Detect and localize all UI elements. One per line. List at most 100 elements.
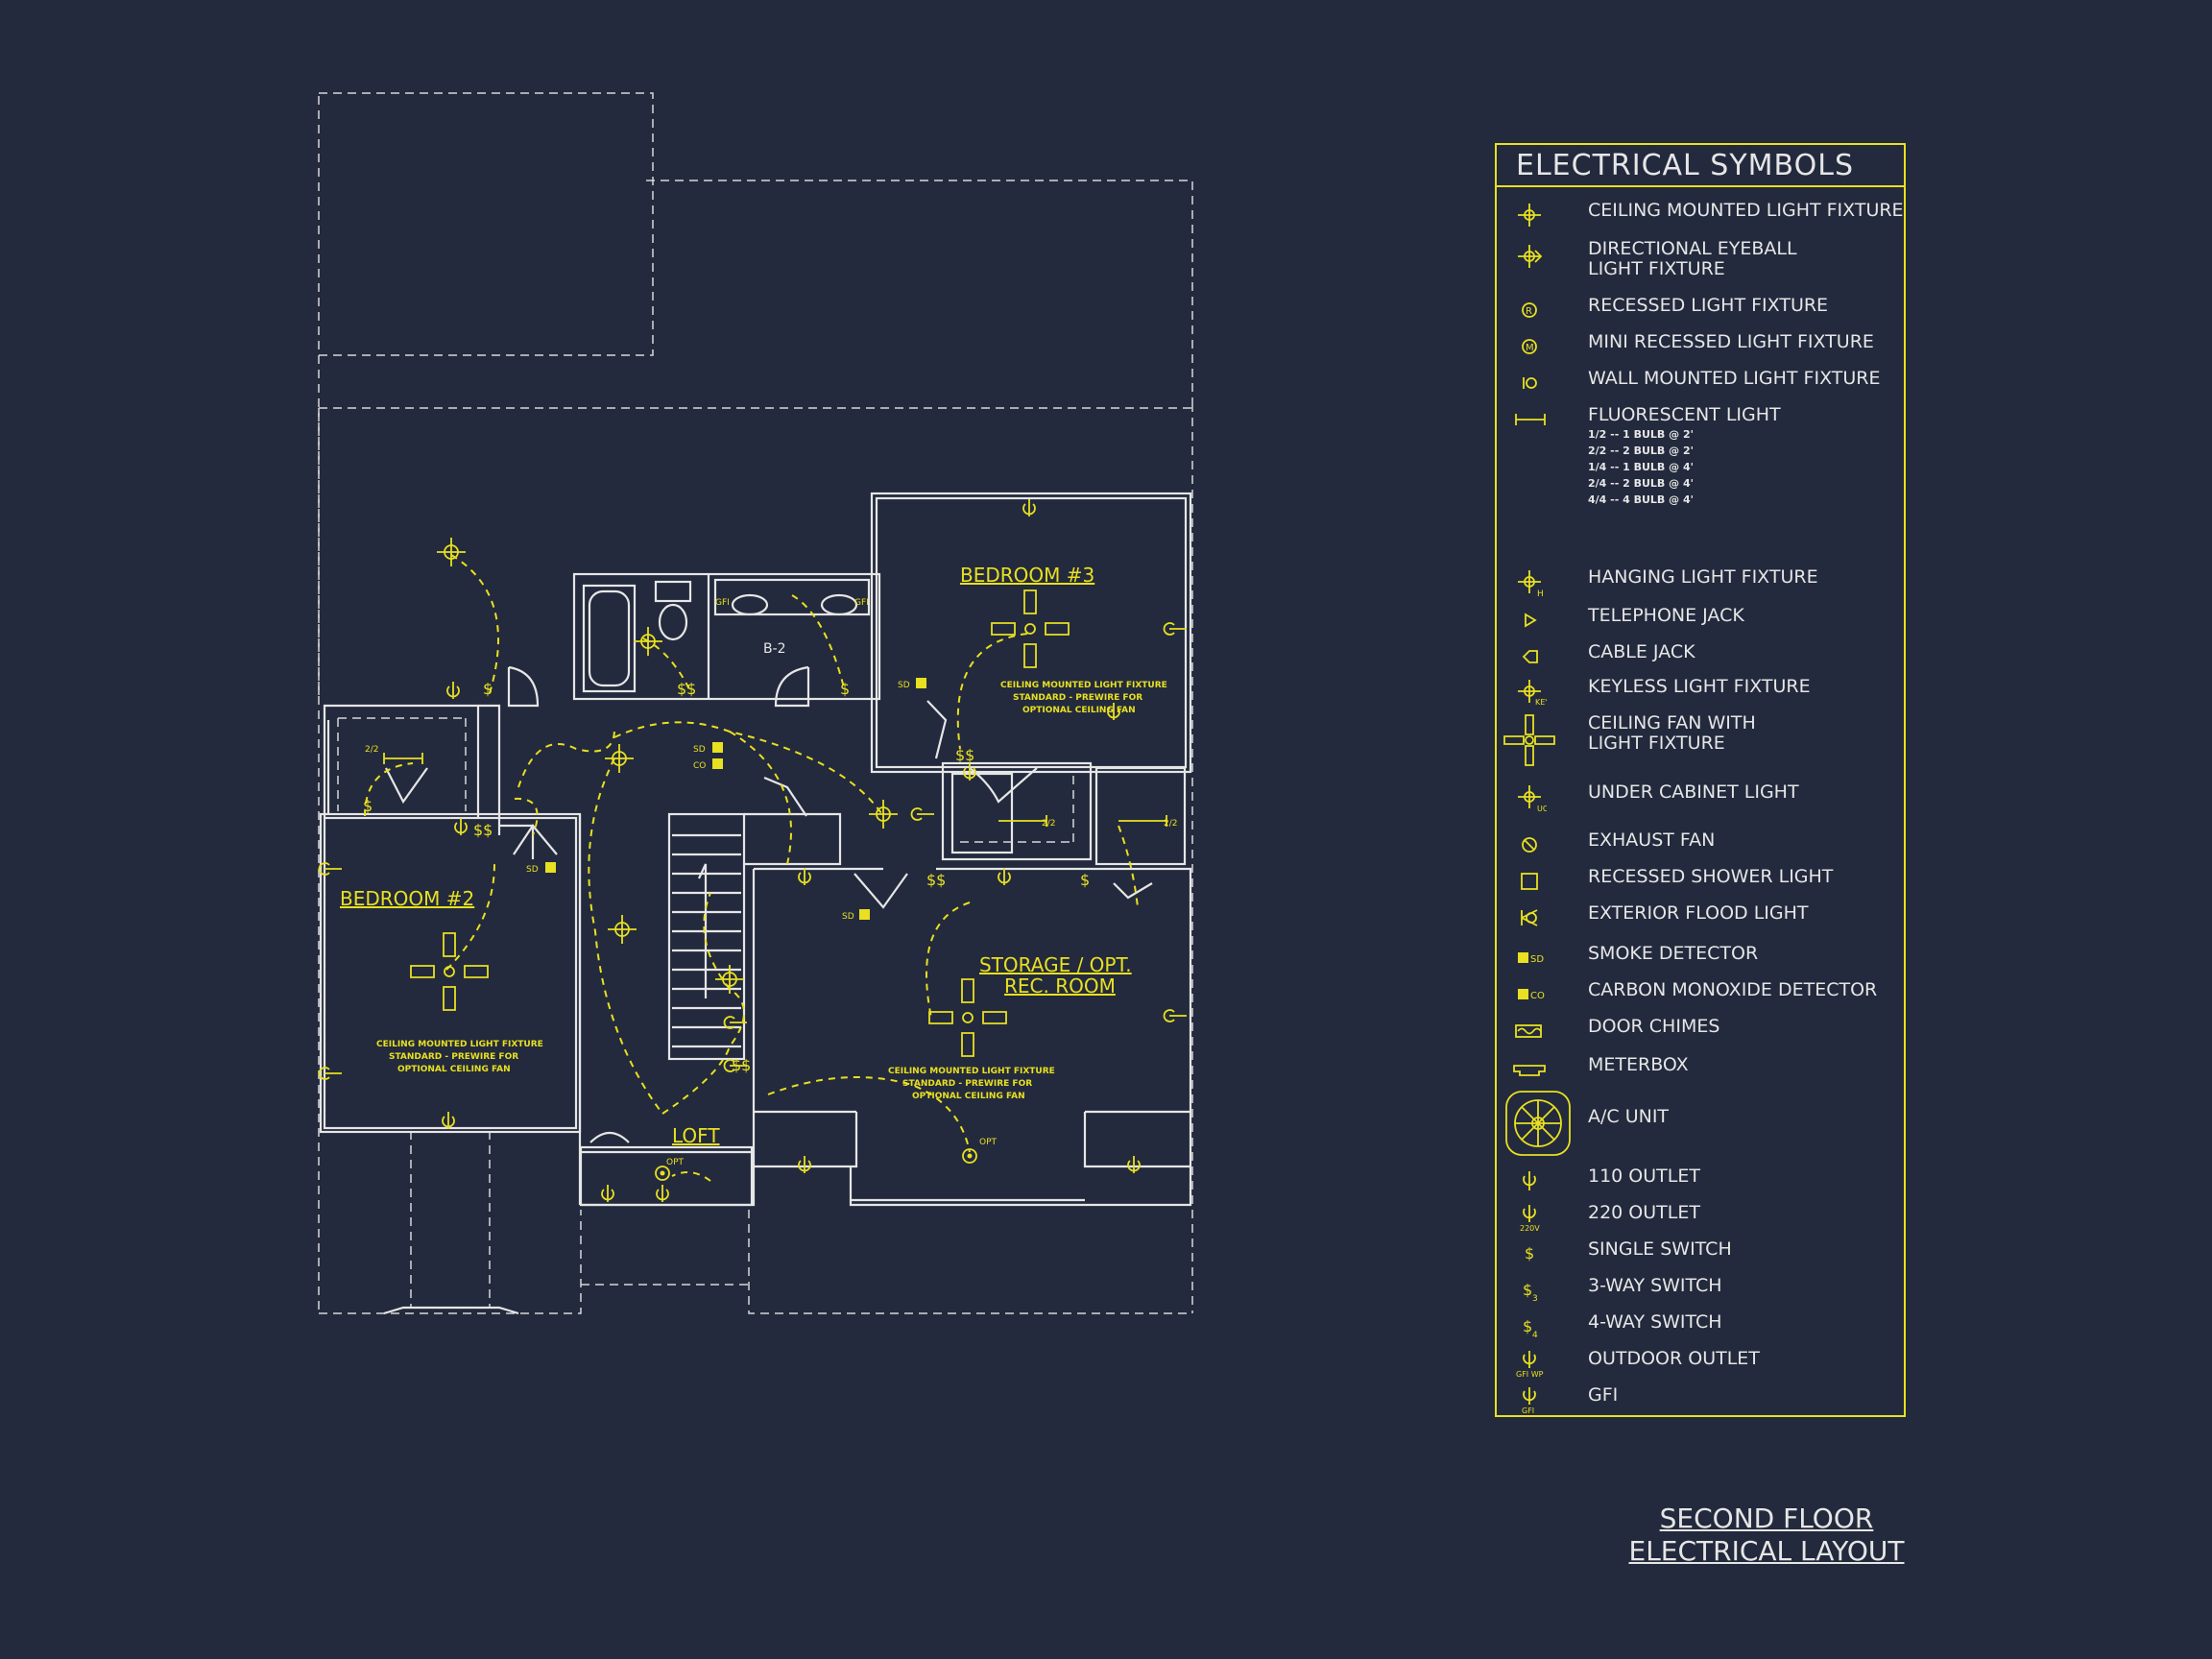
svg-text:SD: SD	[693, 745, 706, 755]
room-label-bedroom3: BEDROOM #3	[960, 564, 1094, 587]
ceiling-light-icon	[605, 744, 634, 773]
ac-unit-icon	[1505, 1091, 1571, 1156]
outdoor-outlet-icon: GFI WP	[1516, 1351, 1544, 1378]
recessed-light-icon	[962, 1148, 977, 1164]
svg-text:R: R	[1526, 306, 1532, 317]
svg-text:SD: SD	[898, 681, 910, 690]
svg-text:SD: SD	[842, 912, 854, 922]
svg-text:GFI: GFI	[854, 598, 869, 608]
ceiling-fan-icon	[928, 978, 1007, 1057]
svg-text:CEILING MOUNTED LIGHT FIXTURE: CEILING MOUNTED LIGHT FIXTURE	[888, 1067, 1055, 1076]
sheet-title-line2: ELECTRICAL LAYOUT	[1628, 1535, 1905, 1567]
recessed-light-icon	[655, 1166, 670, 1181]
four-way-switch-icon: $4	[1523, 1317, 1538, 1340]
svg-text:KEY: KEY	[1535, 698, 1547, 706]
flood-light-icon	[1521, 909, 1538, 926]
ceiling-light-icon	[608, 915, 637, 944]
electrical-symbols-legend: ELECTRICAL SYMBOLS CEILING MOUNTED LIGHT…	[1495, 143, 1906, 1417]
fluorescent-light-icon	[383, 753, 423, 764]
svg-text:GFI: GFI	[1522, 1407, 1534, 1414]
recessed-light-icon: R	[1522, 302, 1537, 318]
svg-text:CEILING MOUNTED LIGHT FIXTURE: CEILING MOUNTED LIGHT FIXTURE	[376, 1040, 543, 1049]
wall-light-icon	[1523, 377, 1537, 389]
hanging-light-icon: H	[1518, 570, 1544, 596]
ceiling-fan-icon	[1503, 714, 1555, 766]
smoke-detector-icon: SD	[1518, 952, 1544, 965]
ceiling-fan-icon	[410, 932, 489, 1011]
ceiling-light-icon	[869, 800, 898, 829]
telephone-jack-icon	[1525, 613, 1537, 628]
svg-text:$: $	[1523, 1281, 1532, 1299]
svg-text:3: 3	[1532, 1294, 1538, 1304]
svg-text:220V: 220V	[1520, 1224, 1540, 1232]
gfi-outlet-icon: GFI	[1522, 1387, 1536, 1414]
three-way-switch-icon: $3	[1523, 1281, 1538, 1304]
ceiling-light-icon	[715, 965, 744, 994]
plan-marks: SD SD CO SD SD OPT OPT GFI GFI 2/2 2/2 2…	[365, 598, 1177, 1167]
ceiling-light-icon	[1518, 204, 1541, 227]
outlet-110-icon	[1523, 1171, 1536, 1190]
svg-text:OPT: OPT	[666, 1158, 685, 1167]
room-label-bedroom2: BEDROOM #2	[340, 887, 474, 910]
smoke-detector-icon	[712, 742, 723, 753]
svg-text:$: $	[1523, 1317, 1532, 1335]
door-chimes-icon	[1515, 1024, 1542, 1038]
fluorescent-light-icon	[1118, 815, 1167, 827]
ceiling-light-icon	[634, 627, 662, 656]
svg-text:$: $	[1080, 871, 1090, 889]
outlet-icon	[318, 499, 1187, 1202]
svg-text:OPTIONAL CEILING FAN: OPTIONAL CEILING FAN	[1022, 706, 1136, 715]
room-label-bath: B-2	[763, 641, 786, 657]
wiring	[364, 554, 1139, 1182]
ceiling-fan-icon	[991, 589, 1070, 668]
shower-light-icon	[1521, 873, 1538, 890]
svg-text:2/2: 2/2	[1164, 819, 1177, 829]
cable-jack-icon	[1522, 650, 1538, 663]
sheet-title: SECOND FLOOR ELECTRICAL LAYOUT	[1623, 1503, 1911, 1568]
outlet-220-icon: 220V	[1520, 1205, 1540, 1232]
under-cabinet-light-icon: UC	[1518, 785, 1547, 811]
svg-text:OPT: OPT	[979, 1138, 998, 1147]
svg-text:STANDARD - PREWIRE FOR: STANDARD - PREWIRE FOR	[902, 1079, 1032, 1089]
svg-text:$$: $$	[677, 680, 696, 698]
svg-text:H: H	[1537, 589, 1544, 596]
svg-text:$: $	[483, 680, 493, 698]
room-label-storage-2: REC. ROOM	[1004, 974, 1116, 998]
first-floor-outline	[318, 92, 1193, 1315]
svg-text:$: $	[840, 680, 850, 698]
room-label-storage: STORAGE / OPT.	[979, 953, 1132, 976]
mini-recessed-light-icon: M	[1522, 339, 1537, 354]
svg-text:M: M	[1526, 343, 1534, 353]
room-labels: BEDROOM #3 BEDROOM #2 STORAGE / OPT. REC…	[340, 564, 1132, 1147]
fan-note-bedroom3: CEILING MOUNTED LIGHT FIXTURE STANDARD -…	[1000, 681, 1167, 715]
svg-text:UC: UC	[1537, 805, 1547, 811]
svg-text:$$: $$	[473, 821, 493, 839]
sheet-title-line1: SECOND FLOOR	[1659, 1503, 1874, 1534]
svg-text:STANDARD - PREWIRE FOR: STANDARD - PREWIRE FOR	[1013, 693, 1142, 703]
svg-text:OPTIONAL CEILING FAN: OPTIONAL CEILING FAN	[912, 1092, 1025, 1101]
smoke-detector-icon	[545, 862, 556, 873]
keyless-light-icon: KEY	[1518, 680, 1547, 706]
svg-text:STANDARD - PREWIRE FOR: STANDARD - PREWIRE FOR	[389, 1052, 518, 1062]
svg-text:2/2: 2/2	[365, 745, 378, 755]
fluorescent-light-icon	[998, 815, 1047, 827]
svg-text:$: $	[1525, 1244, 1534, 1262]
meterbox-icon	[1513, 1065, 1546, 1076]
svg-text:OPTIONAL CEILING FAN: OPTIONAL CEILING FAN	[397, 1065, 511, 1074]
svg-text:SD: SD	[526, 865, 539, 875]
co-detector-icon: CO	[1518, 989, 1545, 1001]
switch-icon: $ $ $ $$ $$ $$ $$ $ $$	[363, 680, 1090, 1074]
legend-title: ELECTRICAL SYMBOLS	[1497, 145, 1904, 187]
smoke-detector-icon	[916, 678, 926, 688]
exhaust-fan-icon	[1522, 837, 1537, 853]
svg-text:$$: $$	[955, 746, 974, 764]
svg-text:$$: $$	[926, 871, 946, 889]
svg-text:CEILING MOUNTED LIGHT FIXTURE: CEILING MOUNTED LIGHT FIXTURE	[1000, 681, 1167, 690]
walls	[319, 492, 1192, 1207]
svg-text:SD: SD	[1530, 954, 1544, 965]
ceiling-light-icon	[437, 538, 466, 566]
fan-note-storage: CEILING MOUNTED LIGHT FIXTURE STANDARD -…	[888, 1067, 1055, 1101]
room-label-loft: LOFT	[672, 1124, 720, 1147]
svg-text:2/2: 2/2	[1042, 819, 1055, 829]
svg-text:GFI: GFI	[715, 598, 730, 608]
